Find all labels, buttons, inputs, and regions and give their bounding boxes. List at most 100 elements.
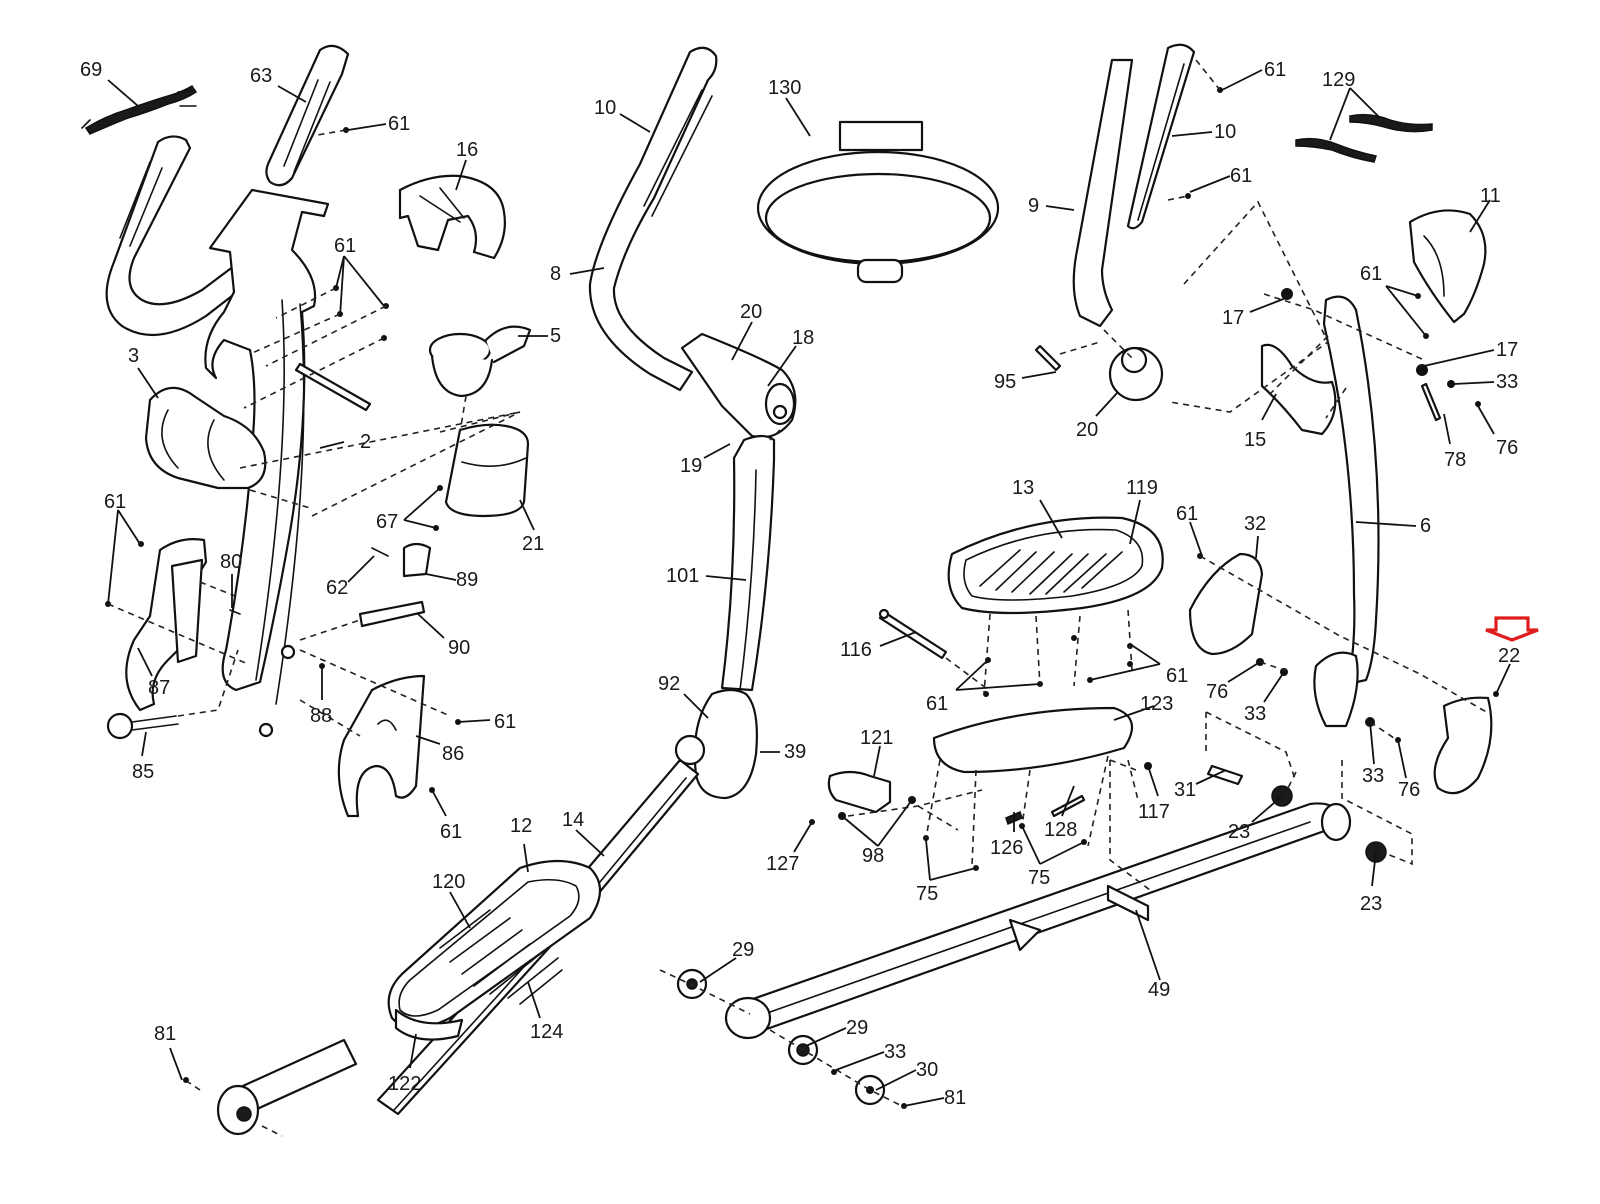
label-14: 14 bbox=[562, 809, 584, 831]
label-116: 116 bbox=[840, 639, 872, 661]
label-63: 63 bbox=[250, 65, 272, 87]
grip-10-right bbox=[1126, 43, 1196, 230]
label-20: 20 bbox=[740, 301, 762, 323]
label-6: 6 bbox=[1420, 515, 1431, 537]
label-19: 19 bbox=[680, 455, 702, 477]
shroud-32 bbox=[1188, 552, 1264, 656]
label-129: 129 bbox=[1322, 69, 1355, 91]
label-5: 5 bbox=[550, 325, 561, 347]
label-117: 117 bbox=[1138, 801, 1170, 823]
part-labels: 6 9 63 61 16 61 5 3 2 61 80 67 21 62 89 9… bbox=[80, 59, 1520, 1109]
label-61: 61 bbox=[334, 235, 356, 257]
label-76: 76 bbox=[1398, 779, 1420, 801]
axle-31 bbox=[1206, 764, 1244, 786]
wire-harness-69 bbox=[81, 84, 198, 135]
label-61: 61 bbox=[926, 693, 948, 715]
pivot-39-92 bbox=[674, 688, 758, 800]
label-33: 33 bbox=[884, 1041, 906, 1063]
label-120: 120 bbox=[432, 871, 465, 893]
pedal-13 bbox=[947, 516, 1164, 615]
label-61: 61 bbox=[1166, 665, 1188, 687]
label-33: 33 bbox=[1244, 703, 1266, 725]
label-78: 78 bbox=[1444, 449, 1466, 471]
cover-3 bbox=[144, 386, 267, 490]
label-80: 80 bbox=[220, 551, 242, 573]
handlebar-9 bbox=[1072, 58, 1134, 328]
frame-49 bbox=[724, 802, 1352, 1040]
label-86: 86 bbox=[442, 743, 464, 765]
label-98: 98 bbox=[862, 845, 884, 867]
label-127: 127 bbox=[766, 853, 799, 875]
label-9: 9 bbox=[1028, 195, 1039, 217]
label-21: 21 bbox=[522, 533, 544, 555]
bracket-121 bbox=[827, 770, 892, 814]
wire-harness-129 bbox=[1295, 113, 1433, 163]
label-3: 3 bbox=[128, 345, 139, 367]
heart-rate-strap-130 bbox=[756, 120, 1000, 284]
label-119: 119 bbox=[1126, 477, 1158, 499]
plate-123 bbox=[932, 706, 1134, 774]
label-130: 130 bbox=[768, 77, 801, 99]
label-89: 89 bbox=[456, 569, 478, 591]
label-32: 32 bbox=[1244, 513, 1266, 535]
label-33: 33 bbox=[1362, 765, 1384, 787]
knob-85 bbox=[106, 712, 179, 740]
pedal-12 bbox=[387, 859, 602, 1041]
label-22: 22 bbox=[1498, 645, 1520, 667]
assembly-lines-left bbox=[107, 129, 521, 737]
pin-116 bbox=[878, 608, 948, 660]
label-85: 85 bbox=[132, 761, 154, 783]
label-88: 88 bbox=[310, 705, 332, 727]
cup-5 bbox=[428, 325, 532, 398]
label-81: 81 bbox=[944, 1087, 966, 1109]
label-11: 11 bbox=[1480, 185, 1501, 207]
label-31: 31 bbox=[1174, 779, 1196, 801]
label-67: 67 bbox=[376, 511, 398, 533]
highlight-arrow-icon bbox=[1485, 616, 1539, 642]
label-8: 8 bbox=[550, 263, 561, 285]
label-76: 76 bbox=[1206, 681, 1228, 703]
label-61: 61 bbox=[440, 821, 462, 843]
label-29: 29 bbox=[732, 939, 754, 961]
label-95: 95 bbox=[994, 371, 1016, 393]
label-33: 33 bbox=[1496, 371, 1518, 393]
label-10: 10 bbox=[594, 97, 616, 119]
label-61: 61 bbox=[494, 711, 516, 733]
label-90: 90 bbox=[448, 637, 470, 659]
label-2: 2 bbox=[360, 431, 371, 453]
label-61: 61 bbox=[1264, 59, 1286, 81]
label-61: 61 bbox=[1176, 503, 1198, 525]
label-18: 18 bbox=[792, 327, 814, 349]
bottle-holder-21 bbox=[444, 423, 530, 518]
label-128: 128 bbox=[1044, 819, 1077, 841]
label-29: 29 bbox=[846, 1017, 868, 1039]
label-17: 17 bbox=[1222, 307, 1244, 329]
label-81: 81 bbox=[154, 1023, 176, 1045]
label-12: 12 bbox=[510, 815, 532, 837]
label-23: 23 bbox=[1228, 821, 1250, 843]
grip-63 bbox=[265, 44, 350, 187]
label-75: 75 bbox=[1028, 867, 1050, 889]
label-124: 124 bbox=[530, 1021, 563, 1043]
label-61: 61 bbox=[1230, 165, 1252, 187]
handlebar-left bbox=[105, 135, 252, 337]
leader-lines bbox=[107, 69, 1511, 1107]
console-mount-16 bbox=[398, 174, 506, 260]
cover-22 bbox=[1433, 696, 1493, 795]
label-16: 16 bbox=[456, 139, 478, 161]
label-76: 76 bbox=[1496, 437, 1518, 459]
lower-arm-101 bbox=[720, 434, 776, 692]
pedal-tube-end bbox=[216, 1038, 358, 1136]
label-126: 126 bbox=[990, 837, 1023, 859]
label-39: 39 bbox=[784, 741, 806, 763]
label-101: 101 bbox=[666, 565, 699, 587]
label-49: 49 bbox=[1148, 979, 1170, 1001]
shroud-86 bbox=[337, 674, 426, 818]
label-15: 15 bbox=[1244, 429, 1266, 451]
bracket-89-90 bbox=[358, 542, 432, 628]
label-62: 62 bbox=[326, 577, 348, 599]
bearing-29-30 bbox=[676, 968, 886, 1106]
label-23: 23 bbox=[1360, 893, 1382, 915]
label-122: 122 bbox=[388, 1073, 421, 1095]
